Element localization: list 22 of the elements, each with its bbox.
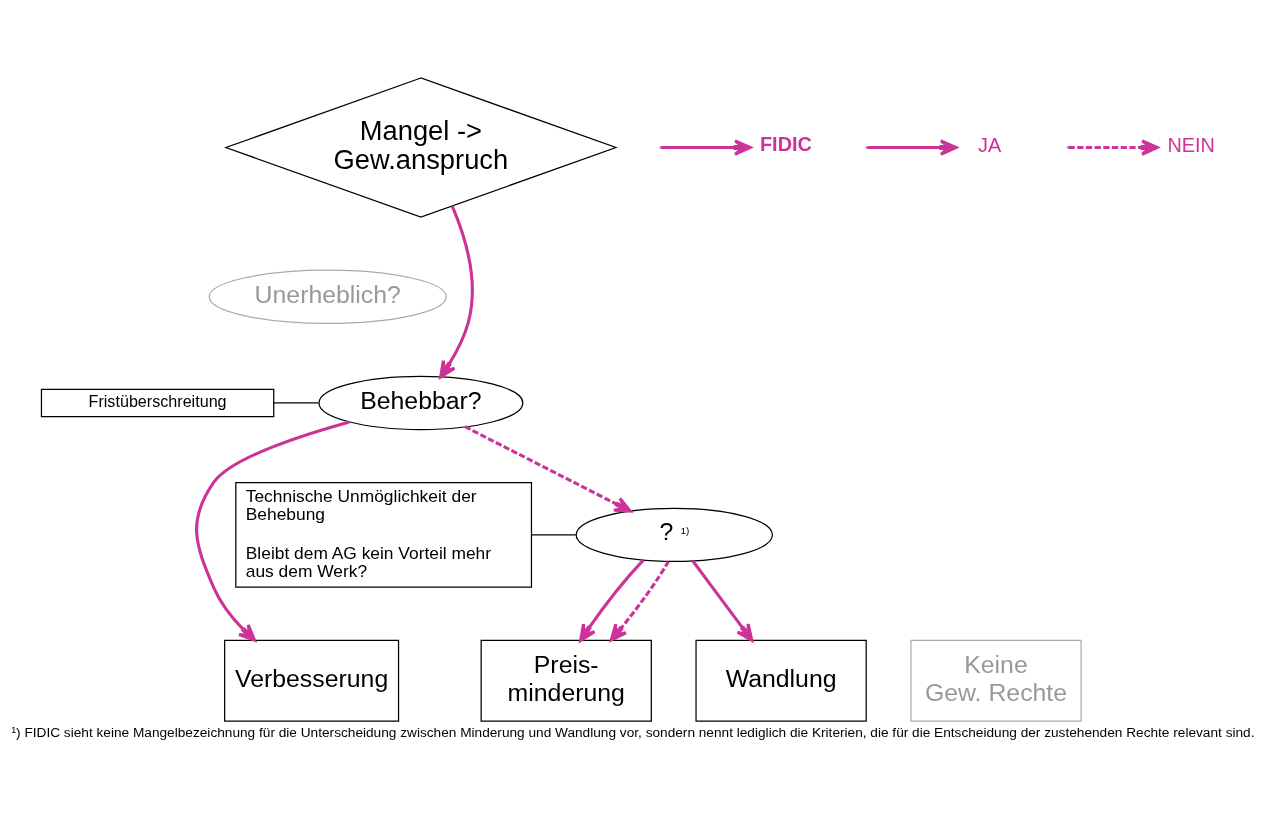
arrow bbox=[439, 205, 474, 378]
legend-label: NEIN bbox=[1167, 133, 1215, 156]
node-box: Technische Unmöglichkeit der Behebung Bleibt dem AG kein Vorteil mehr aus dem Werk? bbox=[235, 481, 533, 588]
arrow bbox=[609, 560, 670, 641]
caption: ¹) FIDIC sieht keine Mangelbezeichnung für die Unterscheidung zwischen Minderung und Wandlung vor, sondern nennt lediglich die Kriterien, die für die Entscheidung der zustehenden Rechte relevant sind. bbox=[11, 724, 1255, 740]
arrow bbox=[691, 559, 754, 642]
legend-label: FIDIC bbox=[760, 132, 812, 155]
node-ellipse: ? $^{1)}$ bbox=[575, 507, 774, 562]
node-ellipse: Behebbar? bbox=[318, 375, 524, 430]
connector bbox=[531, 533, 577, 535]
connector bbox=[273, 401, 320, 404]
arrow bbox=[195, 419, 350, 642]
node-box: Preis- minderung bbox=[480, 639, 652, 722]
arrow bbox=[464, 424, 632, 513]
arrow bbox=[579, 558, 645, 642]
node-box: Keine Gew. Rechte bbox=[910, 639, 1082, 722]
node-ellipse: Unerheblich? bbox=[208, 269, 447, 324]
node-box: Wandlung bbox=[695, 639, 867, 722]
legend-label: JA bbox=[977, 133, 1002, 156]
node-box: Verbesserung bbox=[224, 639, 400, 722]
node-diamond: Mangel -> Gew.anspruch bbox=[224, 76, 618, 218]
node-box: Fristüberschreitung bbox=[40, 388, 275, 417]
